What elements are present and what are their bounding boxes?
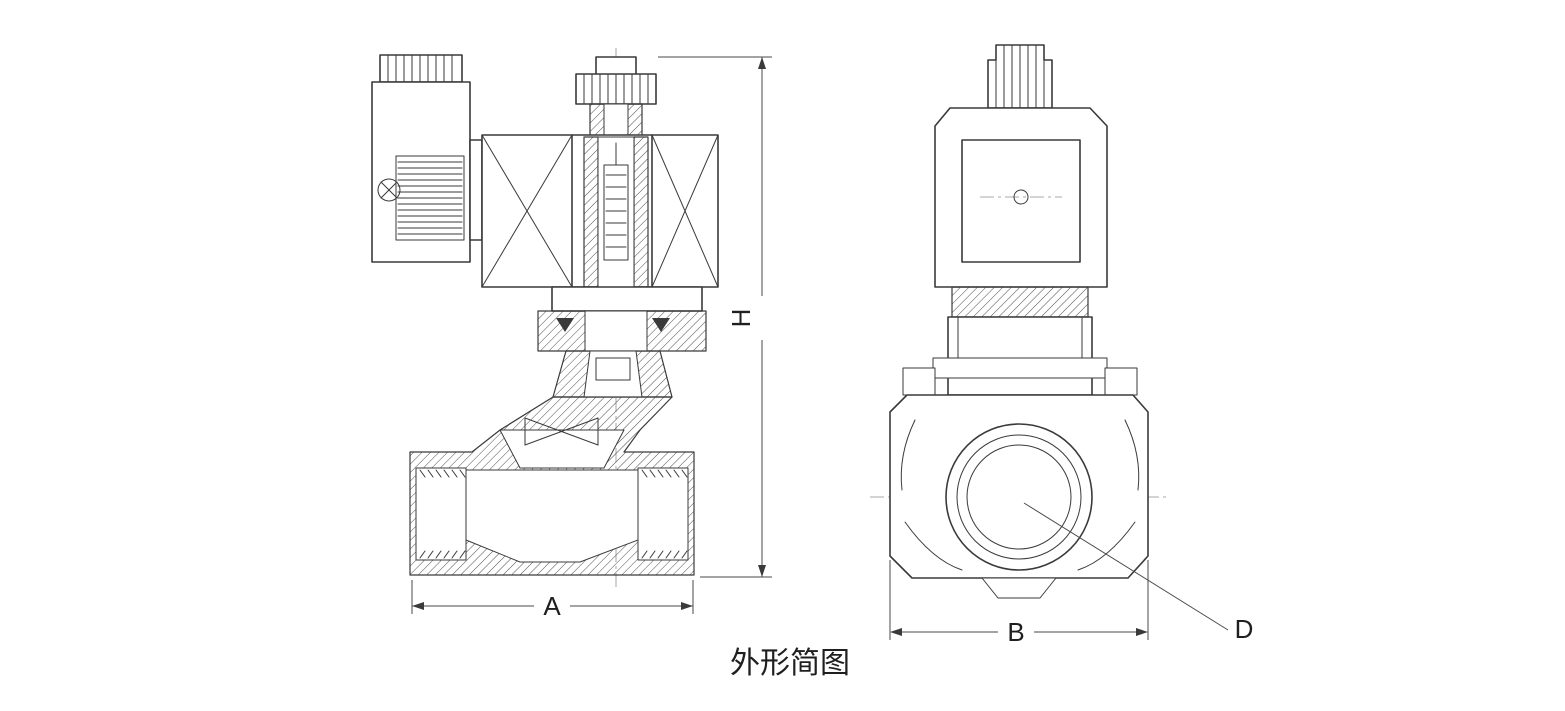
port-outer-circle — [945, 423, 1093, 571]
inlet-bore — [415, 467, 467, 561]
port-chamfer-circle — [956, 434, 1082, 560]
bonnet — [537, 286, 707, 352]
dim-label-port-diameter: D — [1235, 614, 1254, 644]
armature-stem — [575, 56, 657, 138]
dim-label-height: H — [726, 309, 756, 328]
port-bore-circle — [966, 444, 1072, 550]
dimension-b: B — [889, 560, 1149, 647]
dimension-d: D — [1023, 502, 1254, 644]
stem-end — [987, 44, 1053, 109]
solenoid-coil — [481, 134, 719, 288]
valve-neck — [552, 350, 673, 398]
connector-screw — [377, 178, 401, 202]
valve-seat — [524, 417, 599, 446]
drawing-caption: 外形简图 — [730, 647, 850, 680]
outlet-bore — [637, 467, 689, 561]
bottom-boss — [981, 577, 1057, 599]
valve-body-section — [409, 396, 695, 576]
nameplate-hole — [1013, 189, 1029, 205]
dim-label-width-front: A — [543, 591, 561, 621]
coil-housing-front — [934, 107, 1108, 288]
din-connector — [371, 54, 483, 263]
dim-label-width-side: B — [1007, 617, 1024, 647]
dimension-a: A — [411, 580, 694, 621]
valve-body-front — [889, 394, 1149, 599]
valve-section-view: A H — [371, 48, 772, 621]
neck-front — [902, 286, 1138, 396]
dimension-h: H — [658, 56, 772, 578]
valve-end-view: B D — [870, 44, 1254, 647]
cable-gland-ribs — [395, 155, 465, 241]
